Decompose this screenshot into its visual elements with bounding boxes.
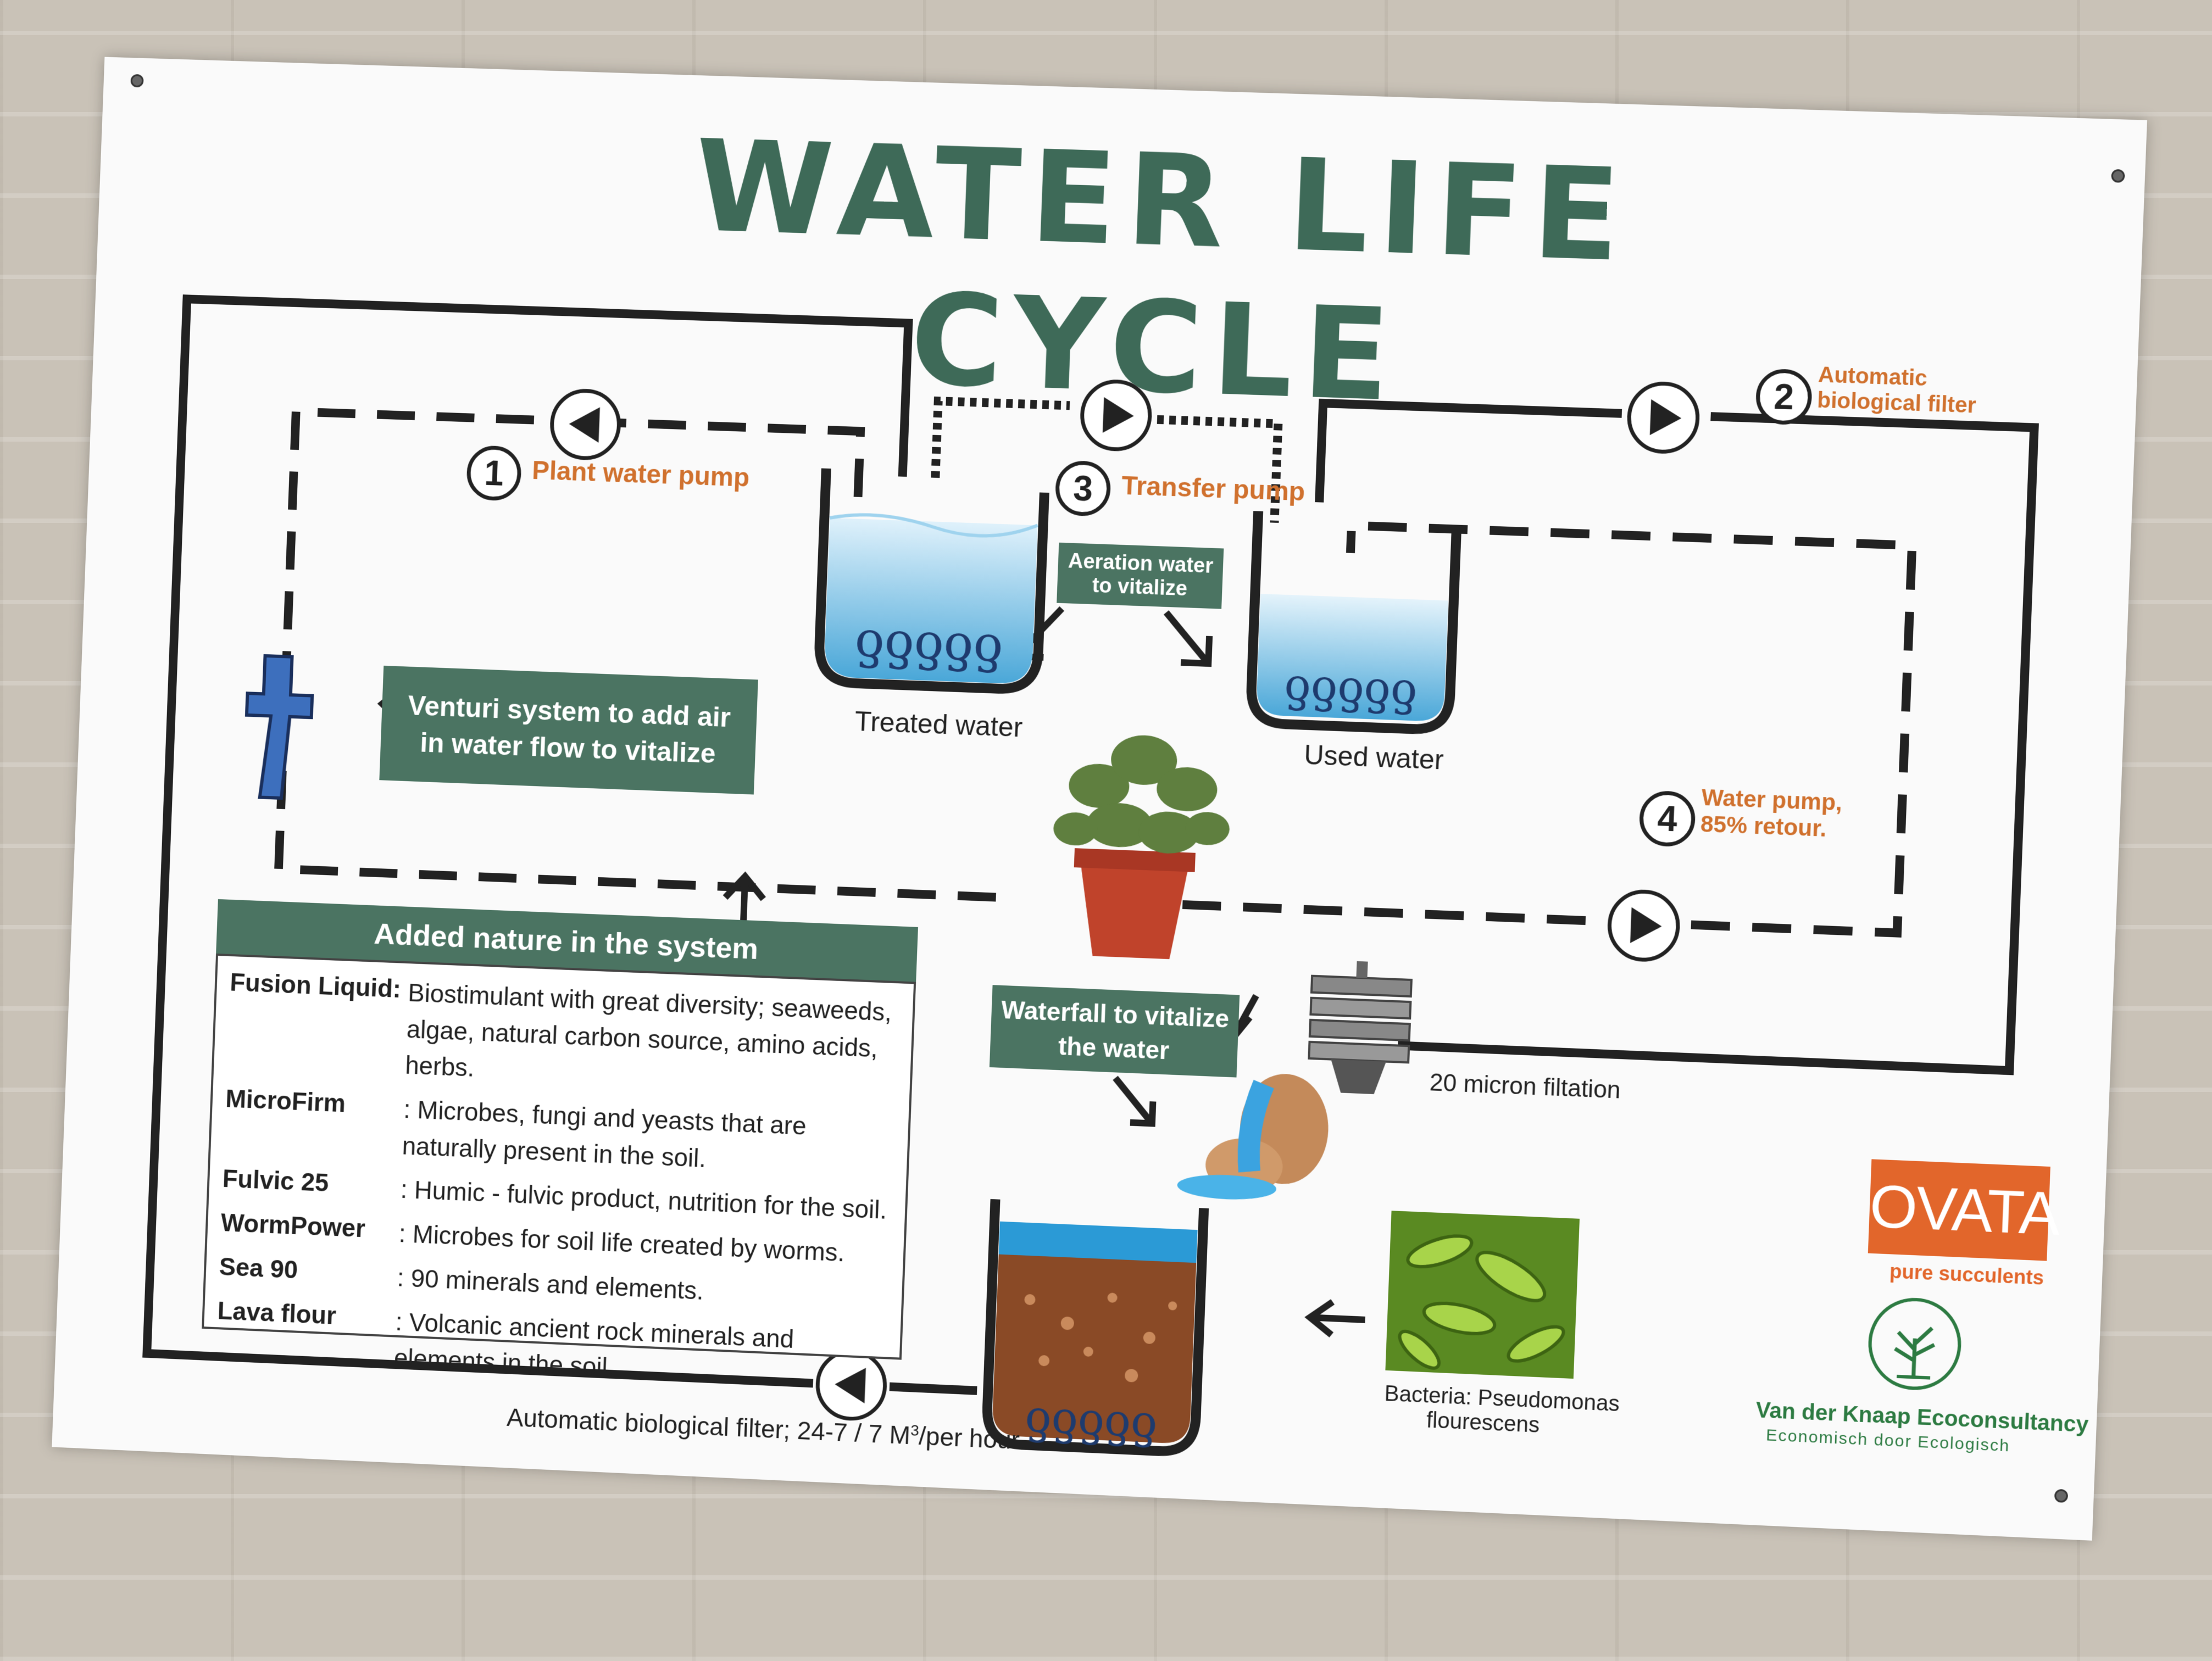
legend-item-name: Fulvic 25 [222,1164,330,1197]
caption-text: /per hour. [918,1421,1026,1455]
svg-text:ƍƍƍƍƍ: ƍƍƍƍƍ [1024,1390,1158,1448]
pump-icon [1606,888,1681,963]
legend-item-desc: : Microbes, fungi and yeasts that are na… [402,1095,807,1173]
water-pump-label: Water pump, 85% retour. [1700,784,1843,843]
svg-text:ƍƍƍƍƍ: ƍƍƍƍƍ [854,611,1004,673]
venturi-box: Venturi system to add air in water flow … [379,665,758,795]
legend-item-name: MicroFirm [225,1084,346,1118]
legend-item-name: Sea 90 [218,1252,298,1284]
aeration-box: Aeration water to vitalize [1057,542,1224,609]
plant-icon [1054,734,1230,960]
poster-board: WATER LIFE CYCLE [52,57,2147,1541]
bacteria-label: Bacteria: Pseudomonas flourescens [1383,1381,1620,1440]
treated-water-tank-icon: ƍƍƍƍƍ [807,462,1056,701]
automatic-biological-filter-label: Automatic biological filter [1817,362,1978,419]
transfer-pump-label: Transfer pump [1121,471,1306,507]
legend-item-desc: : Volcanic ancient rock minerals and ele… [393,1307,795,1382]
label-line: 85% retour. [1700,811,1827,842]
legend-box: Fusion Liquid: Biostimulant with great d… [202,953,916,1381]
tree-logo-icon [1863,1292,1967,1396]
venturi-icon [238,650,319,805]
used-water-label: Used water [1303,739,1444,776]
treated-water-label: Treated water [854,705,1024,743]
pump-icon [1626,380,1701,455]
legend-item-name: Fusion Liquid: [229,967,402,1004]
label-line: biological filter [1816,388,1977,418]
svg-text:ƍƍƍƍƍ: ƍƍƍƍƍ [1283,659,1418,716]
filter-icon [1297,961,1424,1095]
ovata-logo: OVATA [1868,1159,2060,1261]
pump-icon [1079,378,1153,453]
bacteria-icon [1385,1211,1580,1379]
soil-filter-tank-icon: ƍƍƍƍƍ [975,1199,1215,1461]
legend-list: Fusion Liquid: Biostimulant with great d… [202,956,914,1417]
legend-item: Fusion Liquid: Biostimulant with great d… [226,967,900,1104]
legend-item-name: WormPower [220,1208,366,1243]
used-water-tank-icon: ƍƍƍƍƍ [1239,511,1468,739]
caption-superscript: 3 [910,1421,920,1439]
pump-icon [548,387,623,461]
pump-icon [814,1347,888,1423]
legend-item-name: Lava flour [216,1296,337,1330]
legend-item-desc: Biostimulant with great diversity; seawe… [404,978,892,1083]
waterfall-icon [1176,1058,1331,1208]
